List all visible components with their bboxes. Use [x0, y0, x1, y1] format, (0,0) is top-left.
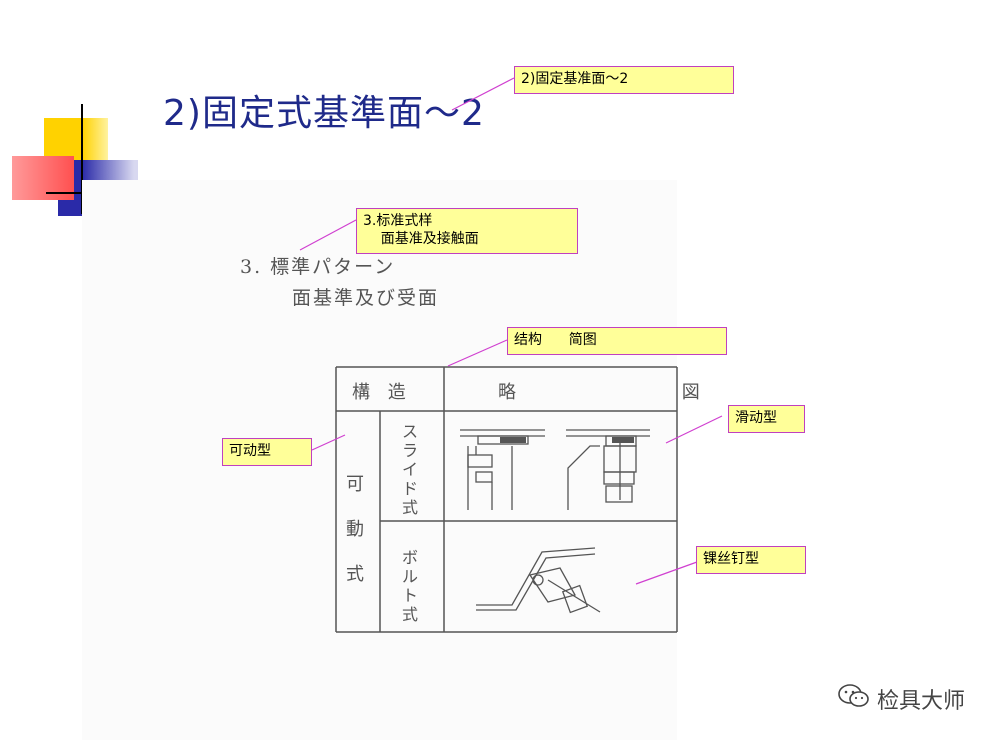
deco-horizontal-line [46, 192, 82, 194]
scan-heading-line1: 3. 標準パターン [240, 256, 396, 278]
col-diagram-header: 略 図 [498, 382, 780, 403]
callout-table-header-note: 结构 简图 [507, 327, 727, 355]
slide-title: 2)固定式基準面～2 [163, 93, 485, 134]
scan-heading-line2: 面基準及び受面 [292, 287, 440, 309]
row-movable-label: 可動式 [346, 474, 364, 585]
callout-slide-type-note: 滑动型 [728, 405, 805, 433]
callout-title-note: 2)固定基准面～2 [514, 66, 734, 94]
deco-vertical-line [81, 104, 83, 214]
callout-bolt-type-note: 锞丝钉型 [696, 546, 806, 574]
row-bolt-label: ボルト式 [402, 548, 419, 624]
callout-movable-note: 可动型 [222, 438, 312, 466]
watermark-text: 检具大师 [876, 689, 965, 714]
watermark: 检具大师 [837, 682, 965, 716]
wechat-icon [837, 682, 871, 716]
col-structure-header: 構 造 [352, 382, 412, 403]
row-slide-label: スライド式 [402, 422, 419, 517]
callout-section-note: 3.标准式样 面基准及接触面 [356, 208, 578, 254]
